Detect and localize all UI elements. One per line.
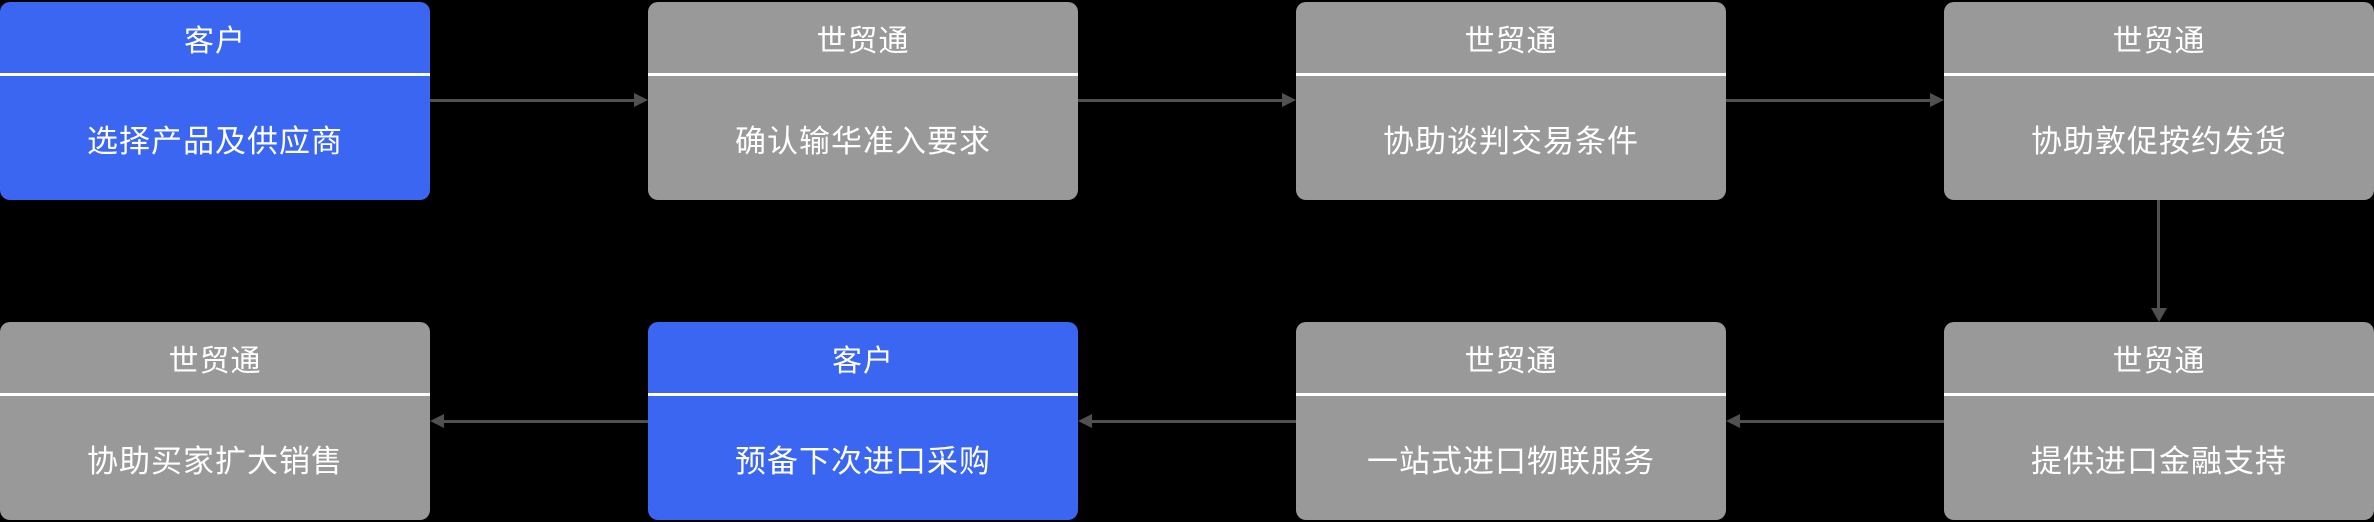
flow-box-step-7: 客户 预备下次进口采购	[648, 322, 1078, 520]
arrowhead-left-icon	[1078, 414, 1092, 428]
flow-box-step-8: 世贸通 协助买家扩大销售	[0, 322, 430, 520]
box-8-actor: 世贸通	[168, 344, 262, 378]
arrow-line	[1740, 420, 1944, 423]
box-6-divider	[1296, 393, 1726, 396]
box-8-divider	[0, 393, 430, 396]
arrowhead-right-icon	[1282, 93, 1296, 107]
arrow-step-4-to-5	[2151, 200, 2167, 322]
box-7-actor: 客户	[832, 344, 894, 378]
box-1-action: 选择产品及供应商	[87, 123, 343, 159]
box-1-actor: 客户	[184, 24, 246, 58]
arrow-step-1-to-2	[430, 93, 648, 107]
arrowhead-left-icon	[1726, 414, 1740, 428]
arrow-step-3-to-4	[1726, 93, 1944, 107]
box-3-divider	[1296, 73, 1726, 76]
box-4-divider	[1944, 73, 2374, 76]
arrow-line	[444, 420, 648, 423]
arrow-line	[1092, 420, 1296, 423]
box-2-actor: 世贸通	[816, 24, 910, 58]
flow-box-step-6: 世贸通 一站式进口物联服务	[1296, 322, 1726, 520]
arrow-line	[2157, 200, 2160, 308]
arrow-step-6-to-7	[1078, 414, 1296, 428]
box-4-actor: 世贸通	[2112, 24, 2206, 58]
flow-box-step-1: 客户 选择产品及供应商	[0, 2, 430, 200]
arrow-line	[430, 99, 634, 102]
arrowhead-down-icon	[2151, 308, 2167, 322]
box-6-actor: 世贸通	[1464, 344, 1558, 378]
arrow-step-2-to-3	[1078, 93, 1296, 107]
arrow-line	[1726, 99, 1930, 102]
arrow-line	[1078, 99, 1282, 102]
box-5-action: 提供进口金融支持	[2031, 443, 2287, 479]
box-6-action: 一站式进口物联服务	[1367, 443, 1655, 479]
box-4-action: 协助敦促按约发货	[2031, 123, 2287, 159]
arrowhead-right-icon	[1930, 93, 1944, 107]
arrow-step-5-to-6	[1726, 414, 1944, 428]
arrowhead-left-icon	[430, 414, 444, 428]
box-3-actor: 世贸通	[1464, 24, 1558, 58]
flow-box-step-3: 世贸通 协助谈判交易条件	[1296, 2, 1726, 200]
box-1-divider	[0, 73, 430, 76]
box-2-divider	[648, 73, 1078, 76]
flow-box-step-5: 世贸通 提供进口金融支持	[1944, 322, 2374, 520]
flow-box-step-2: 世贸通 确认输华准入要求	[648, 2, 1078, 200]
box-2-action: 确认输华准入要求	[735, 123, 991, 159]
box-5-divider	[1944, 393, 2374, 396]
box-7-divider	[648, 393, 1078, 396]
box-3-action: 协助谈判交易条件	[1383, 123, 1639, 159]
box-5-actor: 世贸通	[2112, 344, 2206, 378]
arrowhead-right-icon	[634, 93, 648, 107]
flow-box-step-4: 世贸通 协助敦促按约发货	[1944, 2, 2374, 200]
box-8-action: 协助买家扩大销售	[87, 443, 343, 479]
arrow-step-7-to-8	[430, 414, 648, 428]
box-7-action: 预备下次进口采购	[735, 443, 991, 479]
